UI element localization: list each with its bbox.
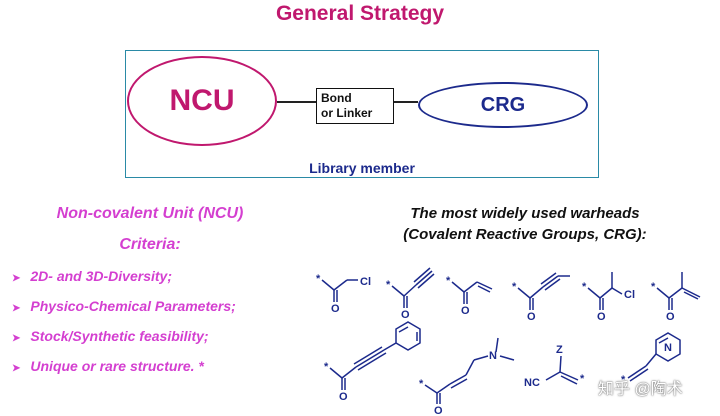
criteria-text: 2D- and 3D-Diversity; — [30, 268, 172, 284]
chloroacetyl-structure — [321, 279, 358, 302]
criteria-text: Unique or rare structure. * — [30, 358, 204, 374]
attachment-star: * — [582, 281, 587, 293]
criteria-item: ➤ Unique or rare structure. * — [12, 358, 236, 388]
oxygen-label: O — [597, 311, 606, 323]
watermark: 知乎 @陶术 — [598, 381, 683, 398]
criteria-list: ➤ 2D- and 3D-Diversity; ➤ Physico-Chemical… — [12, 268, 236, 388]
oxygen-label: O — [339, 391, 348, 403]
nitrogen-label: N — [489, 350, 497, 362]
bond-linker-box: Bond or Linker — [316, 88, 394, 124]
ncu-heading: Non-covalent Unit (NCU) — [56, 205, 244, 222]
bond-label-line2: or Linker — [321, 106, 373, 120]
oxygen-label: O — [461, 305, 470, 317]
vinylpyridine-structure — [627, 332, 681, 382]
criteria-item: ➤ Physico-Chemical Parameters; — [12, 298, 236, 328]
bullet-arrow-icon: ➤ — [12, 303, 21, 314]
criteria-text: Physico-Chemical Parameters; — [30, 298, 236, 314]
criteria-item: ➤ Stock/Synthetic feasibility; — [12, 328, 236, 358]
library-member-label: Library member — [309, 160, 415, 176]
oxygen-label: O — [666, 311, 675, 323]
bullet-arrow-icon: ➤ — [12, 363, 21, 374]
attachment-star: * — [324, 361, 329, 373]
attachment-star: * — [446, 275, 451, 287]
oxygen-label: O — [331, 303, 340, 315]
bond-crg-connector — [394, 101, 418, 103]
attachment-star: * — [580, 373, 585, 385]
attachment-star: * — [386, 279, 391, 291]
nitrogen-label: N — [664, 342, 672, 354]
phenylpropiolyl-structure — [329, 321, 421, 390]
methacryloyl-structure — [656, 272, 701, 310]
attachment-star: * — [512, 281, 517, 293]
warheads-heading-line1: The most widely used warheads — [410, 205, 640, 222]
ncu-ellipse: NCU — [127, 56, 277, 146]
attachment-star: * — [419, 378, 424, 390]
butynoyl-structure — [517, 272, 570, 310]
cyanoacrylamide-structure — [545, 355, 579, 385]
chlorine-label: Cl — [624, 289, 635, 301]
dimethylaminocrotonyl-structure — [424, 337, 515, 404]
warheads-heading-line2: (Covalent Reactive Groups, CRG): — [403, 226, 647, 243]
chlorine-label: Cl — [360, 276, 371, 288]
criteria-item: ➤ 2D- and 3D-Diversity; — [12, 268, 236, 298]
oxygen-label: O — [434, 405, 443, 416]
chloropropanoyl-structure — [587, 272, 623, 310]
propiolyl-structure — [391, 267, 435, 308]
bullet-arrow-icon: ➤ — [12, 273, 21, 284]
warheads-heading: The most widely used warheads (Covalent … — [340, 203, 710, 245]
oxygen-label: O — [401, 309, 410, 321]
attachment-star: * — [316, 273, 321, 285]
nitrile-label: NC — [524, 377, 540, 389]
attachment-star: * — [651, 281, 656, 293]
library-member-frame — [125, 50, 599, 178]
acryloyl-structure — [451, 281, 493, 304]
ncu-bond-connector — [277, 101, 316, 103]
criteria-heading: Criteria: — [119, 236, 181, 253]
bullet-arrow-icon: ➤ — [12, 333, 21, 344]
crg-ellipse: CRG — [418, 82, 588, 128]
page-title: General Strategy — [275, 2, 445, 25]
bond-label-line1: Bond — [321, 91, 352, 105]
z-group-label: Z — [556, 344, 563, 356]
oxygen-label: O — [527, 311, 536, 323]
ncu-label: NCU — [169, 84, 235, 117]
attachment-star: * — [621, 374, 626, 386]
crg-label: CRG — [480, 93, 526, 116]
criteria-text: Stock/Synthetic feasibility; — [30, 328, 209, 344]
